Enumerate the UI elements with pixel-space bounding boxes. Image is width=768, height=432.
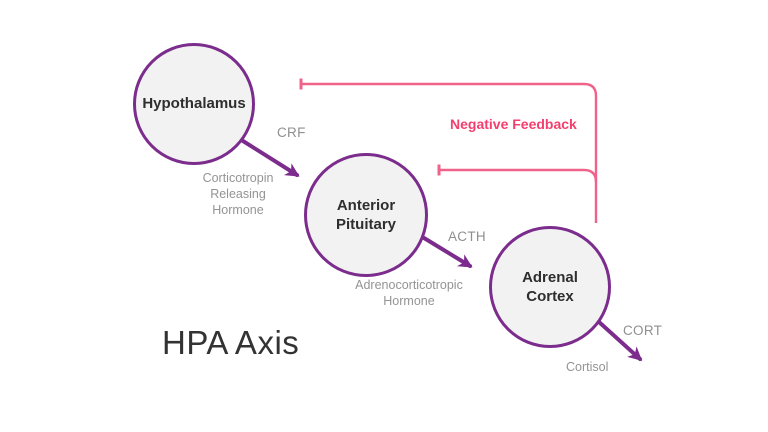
- node-anterior-pituitary-label: Anterior Pituitary: [335, 196, 396, 234]
- crf-arrow: [241, 139, 300, 177]
- acth-arrow: [422, 236, 473, 268]
- acth-full-name-label: Adrenocorticotropic Hormone: [355, 278, 463, 308]
- node-hypothalamus: Hypothalamus: [133, 43, 255, 165]
- feedback-line-to-hypothalamus: [301, 82, 598, 223]
- node-anterior-pituitary: Anterior Pituitary: [304, 153, 428, 277]
- acth-abbr-label: ACTH: [448, 229, 486, 244]
- cort-arrow: [597, 320, 643, 362]
- node-adrenal-cortex: Adrenal Cortex: [489, 226, 611, 348]
- feedback-line-to-pituitary: [439, 168, 598, 183]
- node-hypothalamus-label: Hypothalamus: [142, 95, 246, 113]
- node-adrenal-cortex-label: Adrenal Cortex: [522, 268, 578, 306]
- crf-full-name-label: Corticotropin Releasing Hormone: [202, 171, 274, 217]
- crf-abbr-label: CRF: [277, 125, 306, 140]
- cort-abbr-label: CORT: [623, 323, 663, 338]
- cortisol-label: Cortisol: [566, 360, 609, 374]
- diagram-title: HPA Axis: [162, 324, 300, 361]
- negative-feedback-label: Negative Feedback: [450, 116, 577, 132]
